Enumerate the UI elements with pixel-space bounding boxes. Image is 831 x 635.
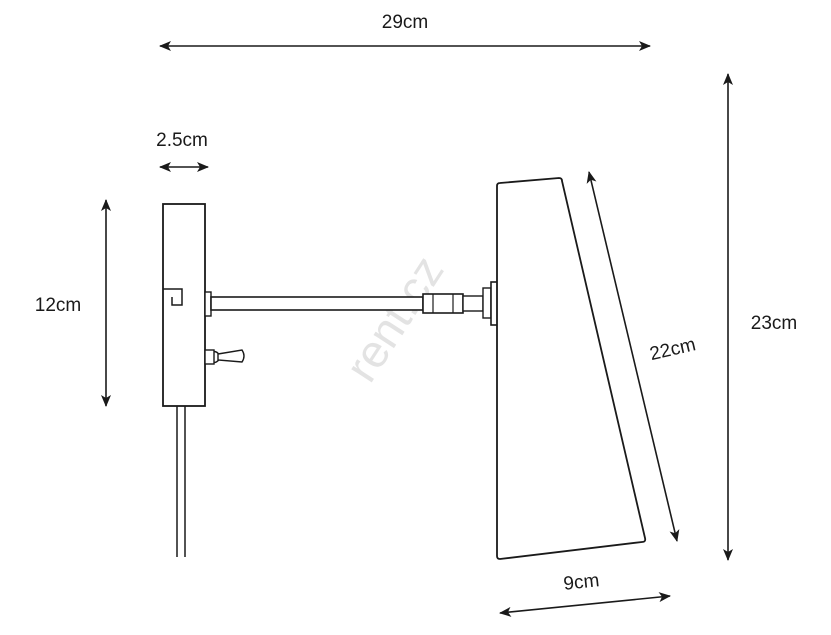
shade-width-arrow	[499, 592, 671, 617]
base-depth-label: 2.5cm	[156, 130, 208, 151]
shade-length-arrow	[586, 171, 680, 542]
base-hook	[163, 288, 183, 306]
wall-base	[162, 203, 206, 407]
overall-height-label: 23cm	[751, 313, 797, 334]
base-height-label: 12cm	[35, 295, 81, 316]
switch	[204, 349, 245, 365]
lamp-arm	[204, 281, 500, 326]
shade-length-label: 22cm	[648, 334, 698, 365]
watermark: rent.cz	[335, 246, 454, 390]
shade-width-label: 9cm	[562, 570, 600, 595]
lamp-shade	[496, 177, 647, 560]
overall-width-label: 29cm	[382, 12, 428, 33]
